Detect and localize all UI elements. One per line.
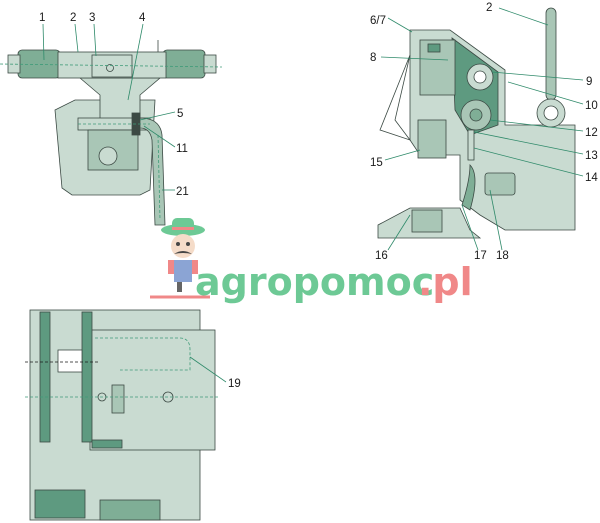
label-14: 14	[585, 172, 598, 184]
label-2-side: 2	[486, 2, 492, 14]
label-21: 21	[176, 186, 189, 198]
label-10: 10	[585, 100, 598, 112]
leader-19	[189, 356, 227, 383]
label-11: 11	[176, 143, 188, 155]
label-8: 8	[370, 52, 376, 64]
label-12: 12	[585, 127, 598, 139]
farmer-mascot-icon	[161, 218, 205, 292]
watermark-text: agropomoc	[195, 260, 434, 304]
watermark-domain: .pl	[418, 260, 473, 304]
label-2: 2	[70, 12, 76, 24]
callouts-side: 2 6/7 8 9 10 12 13 14 15 16 17 18	[370, 2, 598, 262]
plan-view-assembly	[29, 309, 216, 521]
label-13: 13	[585, 150, 598, 162]
center-line	[157, 134, 161, 221]
label-17: 17	[474, 250, 487, 262]
label-3: 3	[89, 12, 95, 24]
center-line	[0, 63, 223, 68]
label-15: 15	[370, 157, 383, 169]
label-4: 4	[139, 12, 146, 24]
label-6-7: 6/7	[370, 15, 386, 27]
leader-lines-front	[42, 23, 176, 191]
label-5: 5	[177, 108, 183, 120]
label-9: 9	[586, 76, 592, 88]
label-18: 18	[496, 250, 509, 262]
label-16: 16	[375, 250, 388, 262]
leader-lines-side	[380, 7, 584, 251]
label-1: 1	[39, 12, 45, 24]
callouts-front: 1 2 3 4 5 11 21	[39, 12, 189, 198]
label-19: 19	[228, 378, 241, 390]
watermark: agropomoc .pl	[150, 218, 473, 304]
side-view-assembly	[377, 7, 576, 239]
